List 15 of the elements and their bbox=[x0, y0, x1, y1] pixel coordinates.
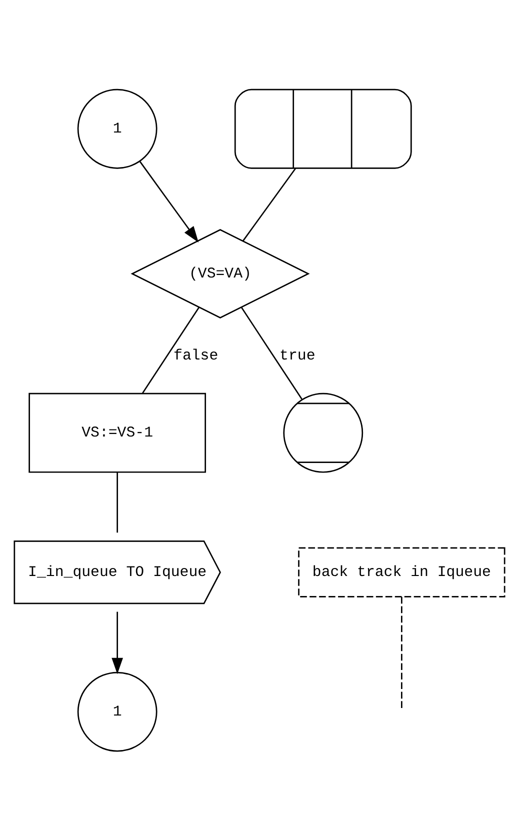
connector bbox=[240, 306, 302, 400]
connector bbox=[400, 596, 402, 710]
node-circle bbox=[282, 392, 363, 472]
arrow bbox=[111, 611, 123, 674]
node-diamond: (VS=VA) bbox=[130, 228, 310, 318]
arrow bbox=[138, 160, 198, 242]
node-circle: 1 bbox=[76, 671, 157, 752]
connector bbox=[116, 472, 118, 532]
node-box: VS:=VS-1 bbox=[28, 392, 206, 472]
node-box: back track in Iqueue bbox=[298, 546, 505, 597]
edge-label: true bbox=[279, 348, 315, 364]
connector bbox=[142, 306, 199, 393]
node-circle: 1 bbox=[76, 88, 157, 168]
connector bbox=[242, 167, 296, 241]
edge-label: false bbox=[173, 348, 218, 364]
